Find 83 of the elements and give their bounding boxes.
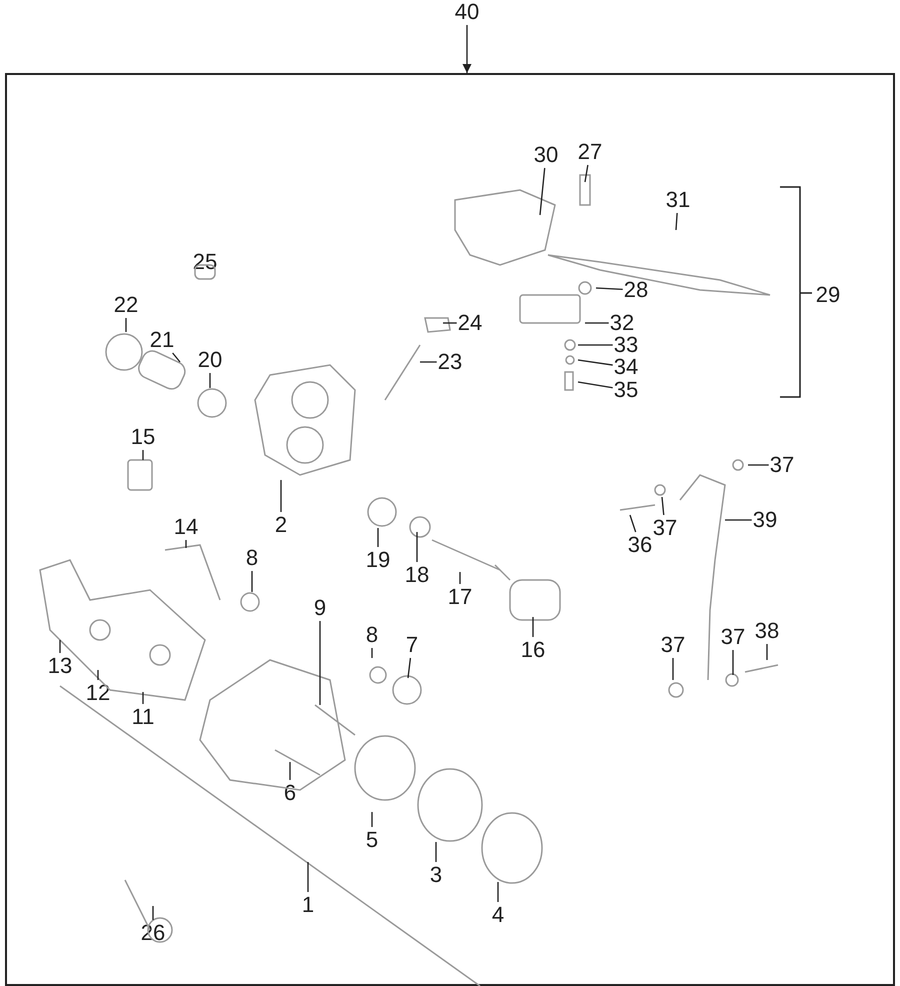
callout-number: 14: [174, 515, 198, 539]
leader-line: [661, 496, 664, 516]
callout-number: 18: [404, 563, 430, 587]
leader-line: [416, 532, 418, 562]
leader-line: [152, 906, 154, 920]
leader-line: [435, 842, 437, 862]
leader-line: [584, 164, 588, 182]
callout-number: 13: [48, 654, 72, 678]
leader-line: [280, 480, 282, 512]
frame-border: [5, 73, 895, 986]
leader-line: [459, 572, 461, 584]
leader-line: [251, 571, 253, 592]
callout-number: 11: [132, 705, 154, 729]
leader-line: [539, 168, 546, 216]
leader-line: [578, 381, 613, 388]
callout-number: 38: [754, 619, 780, 643]
callout-number: 35: [614, 378, 638, 402]
callout-number: 1: [302, 893, 314, 917]
leader-line: [307, 862, 309, 892]
leader-line: [629, 514, 636, 532]
callout-number: 37: [720, 625, 746, 649]
leader-line: [596, 287, 623, 290]
leader-line: [675, 212, 678, 230]
callout-number: 40: [454, 0, 480, 24]
callout-number: 33: [614, 333, 638, 357]
callout-number: 21: [150, 328, 174, 352]
callout-number: 30: [534, 143, 558, 167]
leader-line: [59, 640, 61, 653]
leader-line: [371, 812, 373, 827]
callout-number: 29: [816, 283, 840, 307]
callout-number: 6: [284, 781, 296, 805]
leader-line: [420, 361, 437, 363]
leader-line: [125, 318, 127, 332]
callout-number: 15: [130, 425, 156, 449]
callout-number: 5: [366, 828, 378, 852]
callout-number: 34: [614, 355, 638, 379]
leader-line: [725, 519, 752, 521]
leader-line: [185, 540, 187, 548]
leader-line: [497, 882, 499, 902]
callout-number: 7: [406, 633, 418, 657]
callout-number: 23: [438, 350, 462, 374]
leader-line: [97, 670, 99, 680]
callout-number: 36: [628, 533, 652, 557]
callout-number: 2: [274, 513, 288, 537]
leader-line: [443, 322, 457, 324]
callout-number: 27: [578, 140, 602, 164]
leader-line: [578, 359, 613, 366]
leader-line: [371, 648, 373, 658]
callout-number: 31: [666, 188, 690, 212]
leader-line: [748, 464, 769, 466]
leader-line: [142, 450, 144, 460]
callout-number: 8: [246, 546, 258, 570]
leader-line: [585, 322, 609, 324]
leader-line: [289, 762, 291, 780]
leader-line: [319, 621, 321, 705]
leader-line: [407, 658, 412, 678]
callout-number: 8: [366, 623, 378, 647]
callout-number: 19: [366, 548, 390, 572]
callout-number: 25: [192, 250, 218, 274]
callout-number: 37: [770, 453, 794, 477]
leader-line: [732, 650, 734, 675]
leader-line: [172, 352, 180, 362]
callout-number: 4: [492, 903, 504, 927]
callout-number: 28: [624, 278, 648, 302]
callout-number: 17: [448, 585, 472, 609]
leader-line: [578, 344, 613, 346]
callout-number: 22: [114, 293, 138, 317]
callout-number: 37: [660, 633, 686, 657]
arrow: [462, 25, 472, 73]
callout-number: 20: [198, 348, 222, 372]
leader-line: [377, 528, 379, 547]
callout-number: 32: [610, 311, 634, 335]
callout-number: 39: [752, 508, 778, 532]
leader-line: [766, 644, 768, 660]
leader-line: [532, 617, 534, 637]
callout-number: 16: [520, 638, 546, 662]
leader-line: [672, 658, 674, 680]
callout-number: 3: [430, 863, 442, 887]
callout-number: 9: [314, 596, 326, 620]
callout-number: 37: [652, 516, 678, 540]
leader-line: [142, 692, 144, 704]
callout-number: 24: [458, 311, 482, 335]
leader-line: [209, 373, 211, 388]
